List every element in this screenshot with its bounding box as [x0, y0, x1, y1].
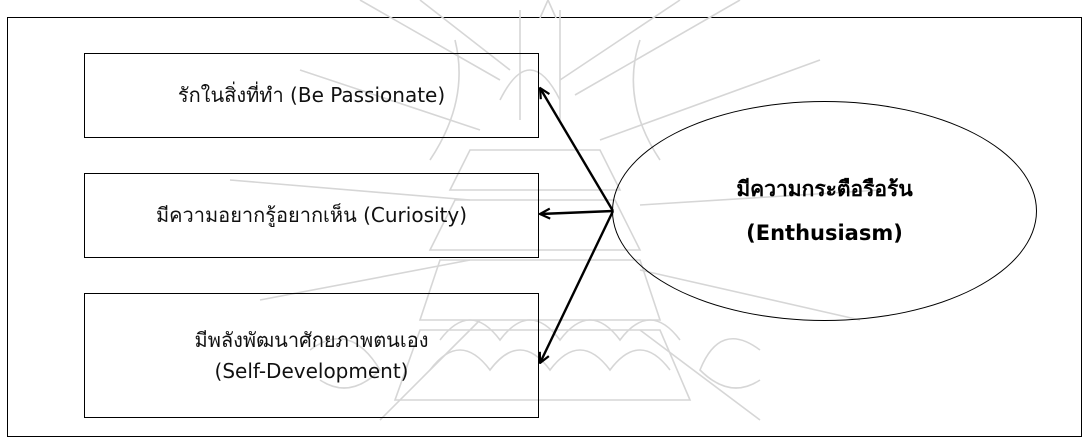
trait-box-curiosity: มีความอยากรู้อยากเห็น (Curiosity): [84, 173, 539, 258]
trait-label-line-2: (Self-Development): [214, 358, 409, 383]
central-concept-english: (Enthusiasm): [746, 221, 903, 245]
central-concept-thai: มีความกระตือรือร้น: [736, 176, 913, 201]
trait-label-line-1: มีพลังพัฒนาศักยภาพตนเอง: [194, 327, 429, 352]
central-concept-ellipse: มีความกระตือรือร้น (Enthusiasm): [612, 101, 1037, 321]
trait-box-self-development: มีพลังพัฒนาศักยภาพตนเอง (Self-Developmen…: [84, 293, 539, 418]
trait-box-passionate: รักในสิ่งที่ทำ (Be Passionate): [84, 53, 539, 138]
trait-label: รักในสิ่งที่ทำ (Be Passionate): [177, 83, 446, 107]
trait-label: มีความอยากรู้อยากเห็น (Curiosity): [155, 203, 468, 227]
